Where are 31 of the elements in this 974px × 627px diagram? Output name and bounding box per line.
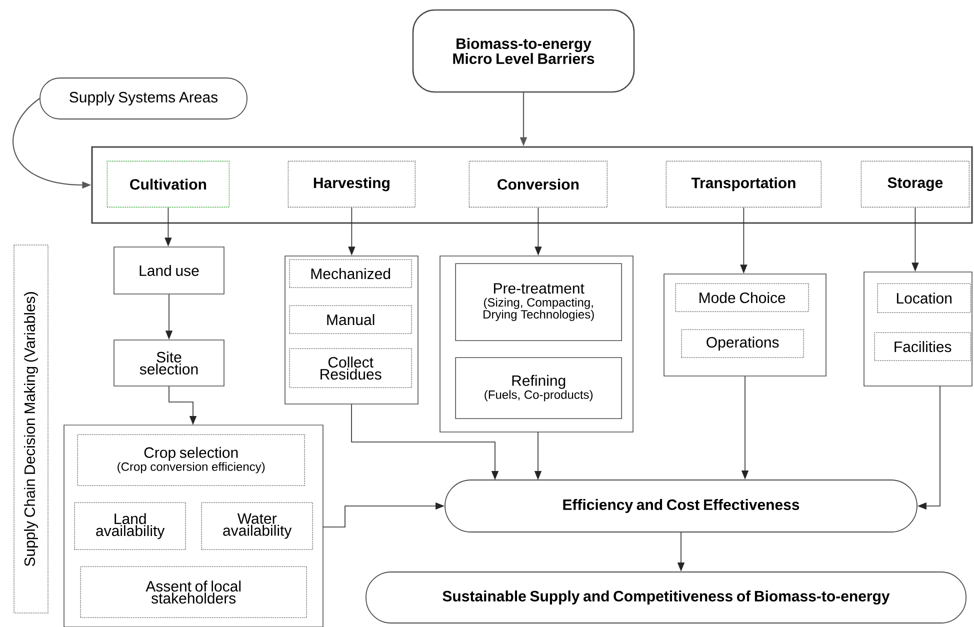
option-box: Location	[877, 283, 971, 313]
option-box: Mode Choice	[675, 283, 809, 312]
option-box: Transportation	[666, 160, 822, 208]
process-box: Land use	[114, 246, 224, 294]
option-box: Facilities	[874, 332, 971, 361]
terminal-pill: Sustainable Supply and Competitiveness of Biomass-to-energy	[366, 572, 966, 624]
option-box: Collect Residues	[289, 348, 412, 388]
process-box: Pre-treatment (Sizing, Compacting, Drying Technologies)	[455, 263, 622, 341]
option-box: Water availability	[201, 502, 313, 550]
group-box	[64, 424, 324, 627]
group-box	[284, 256, 418, 404]
group-box	[440, 256, 634, 432]
category-band	[91, 146, 973, 224]
option-box: Mechanized	[289, 259, 412, 288]
option-box: Crop selection (Crop conversion efficiency)	[77, 434, 305, 486]
terminal-pill: Efficiency and Cost Effectiveness	[444, 480, 918, 532]
option-box: Harvesting	[288, 160, 416, 208]
option-box: Storage	[860, 160, 970, 208]
vertical-label-box: Supply Chain Decision Making (Variables)	[14, 244, 48, 614]
group-box	[664, 274, 826, 376]
option-box: Manual	[289, 305, 412, 334]
option-box: Cultivation	[106, 160, 230, 208]
option-box: Conversion	[468, 160, 608, 208]
process-box: Refining (Fuels, Co-products)	[455, 357, 622, 419]
option-box: Assent of local stakeholders	[80, 566, 307, 618]
terminal-pill: Supply Systems Areas	[40, 78, 248, 120]
process-box: Site selection	[114, 340, 224, 386]
group-box	[864, 272, 972, 386]
option-box: Land availability	[74, 502, 186, 550]
title-box: Biomass-to-energy Micro Level Barriers	[412, 9, 635, 93]
option-box: Operations	[681, 329, 804, 358]
